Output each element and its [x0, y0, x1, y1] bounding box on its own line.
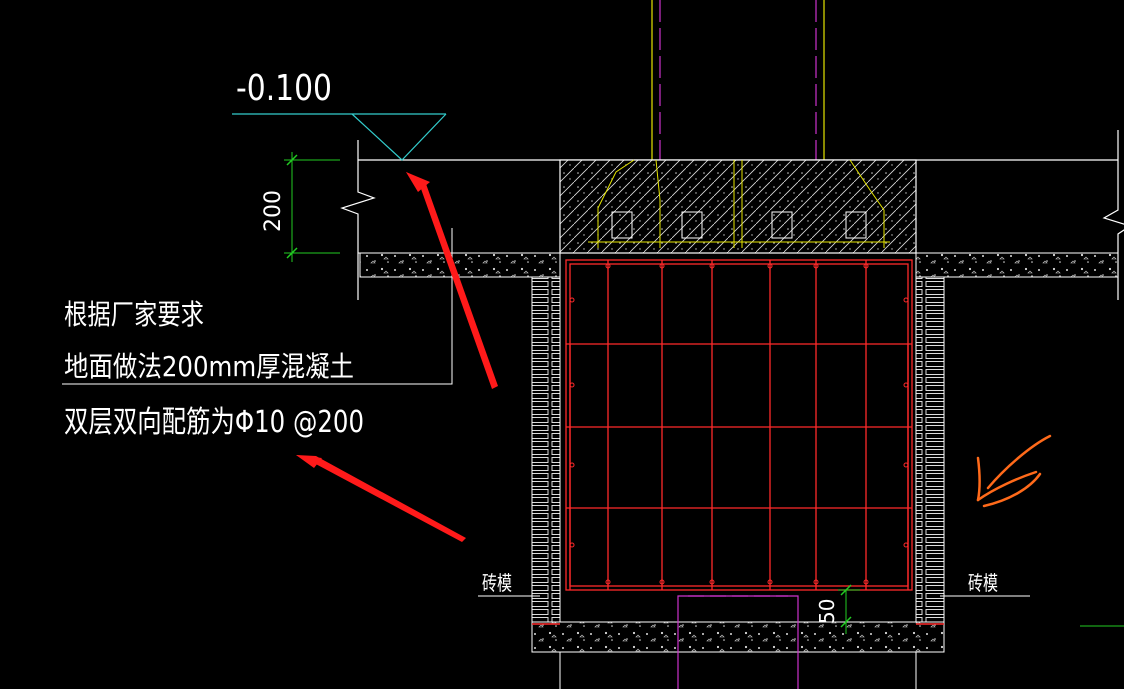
break-line-right [1102, 130, 1124, 300]
equipment-base [559, 159, 917, 254]
bottom-axis-lines [677, 595, 1124, 689]
brick-form-label-left: 砖模 [478, 571, 540, 597]
rebar-dots [569, 263, 909, 585]
thickness-dim-text: 200 [261, 190, 286, 232]
cover-dim-text: 50 [815, 599, 839, 624]
note-line-1: 根据厂家要求 [64, 298, 204, 331]
elevation-label: -0.100 [236, 68, 332, 109]
note-line-2: 地面做法200mm厚混凝土 [64, 350, 354, 383]
note-leader [62, 228, 453, 385]
break-line-left [340, 140, 376, 300]
annotation-arrow-up [406, 172, 498, 389]
cover-dimension: 50 [815, 584, 860, 634]
annotation-arrow-left [296, 455, 466, 542]
note-line-3: 双层双向配筋为Φ10 @200 [64, 405, 364, 440]
pit-walls [531, 276, 945, 689]
thickness-dimension: 200 [261, 152, 340, 262]
hand-drawn-arrow-sketch [976, 434, 1052, 508]
elevation-marker: -0.100 [232, 68, 447, 161]
brick-form-left-text: 砖模 [482, 571, 512, 595]
anchor-bolts [611, 211, 867, 239]
brick-form-label-right: 砖模 [940, 571, 1030, 597]
rebar-cage [565, 259, 913, 591]
brick-form-right-text: 砖模 [968, 571, 998, 595]
